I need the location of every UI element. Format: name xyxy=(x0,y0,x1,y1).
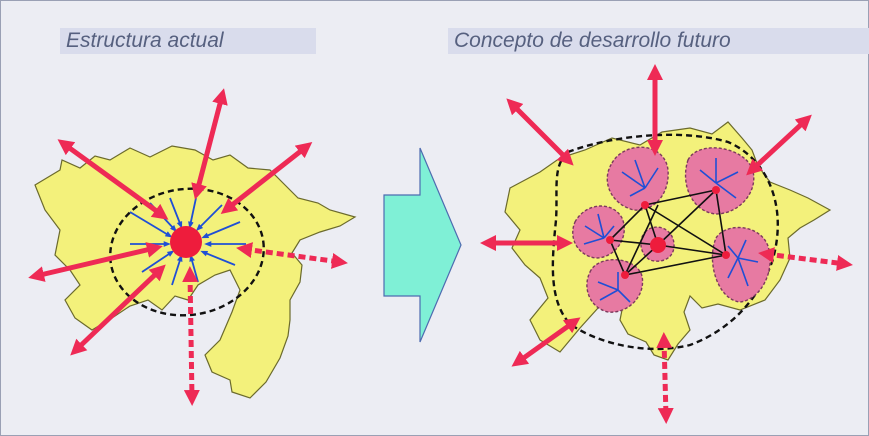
node-east xyxy=(722,251,730,259)
network-links xyxy=(609,189,727,276)
title-current-structure: Estructura actual xyxy=(60,28,316,54)
node-north-west xyxy=(641,201,649,209)
central-core xyxy=(170,226,202,258)
red-arrows-future xyxy=(479,63,812,367)
cluster-inflow-lines xyxy=(583,158,759,303)
red-arrows-current xyxy=(28,88,313,356)
title-future-concept: Concepto de desarrollo futuro xyxy=(448,28,869,54)
urban-boundary-future xyxy=(551,133,779,351)
node-south-west xyxy=(621,271,629,279)
cluster-nodes xyxy=(606,186,730,279)
current-structure-map xyxy=(28,88,357,406)
node-west xyxy=(606,236,614,244)
cluster-east xyxy=(711,226,771,303)
node-center xyxy=(650,237,666,253)
dashed-arrows-current xyxy=(182,242,348,406)
node-north-east xyxy=(712,186,720,194)
cluster-north-west xyxy=(606,146,669,211)
right-arrow-icon xyxy=(383,147,462,343)
dashed-arrows-future xyxy=(656,247,853,424)
future-concept-map xyxy=(479,63,853,424)
